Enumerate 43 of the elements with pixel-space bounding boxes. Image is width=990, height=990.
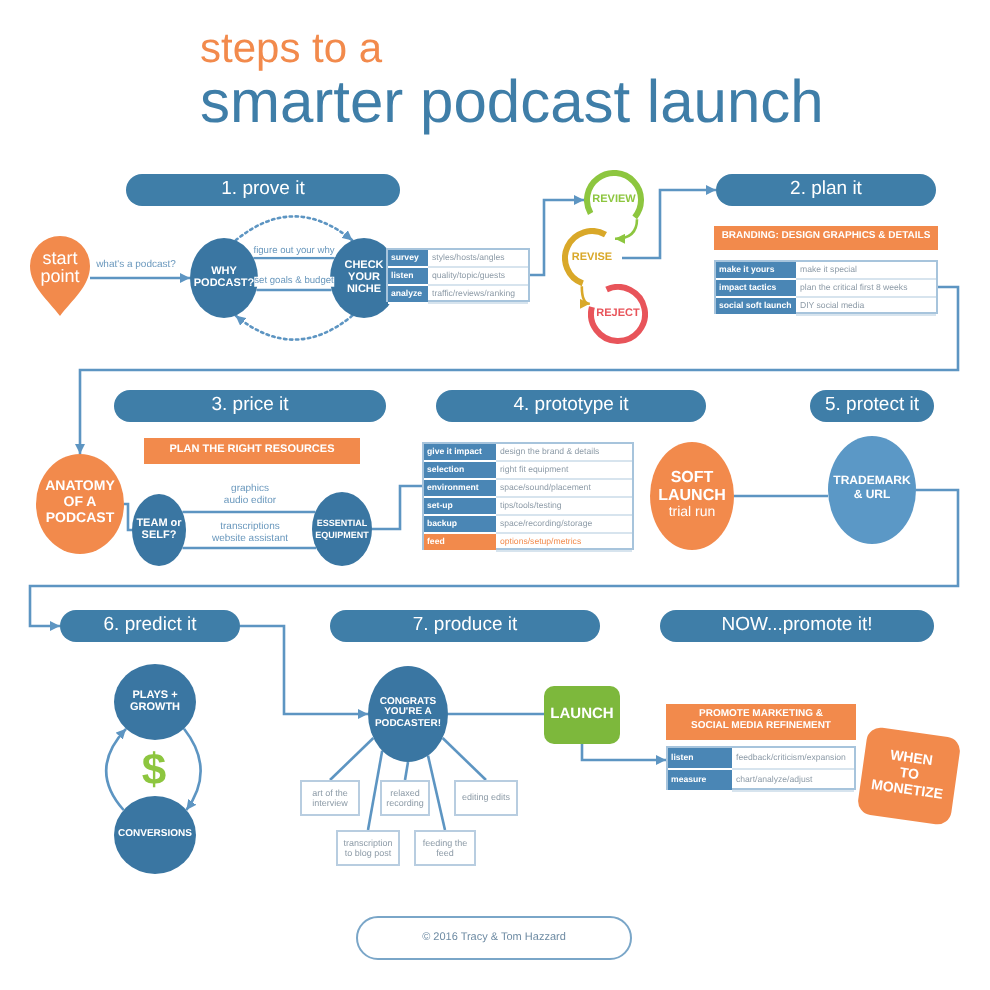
data-table xyxy=(422,442,634,550)
connector-line xyxy=(372,484,422,531)
step-banner: 5. protect it xyxy=(810,390,934,422)
connector-line xyxy=(448,712,544,716)
arrow xyxy=(622,185,716,260)
arrow xyxy=(530,195,584,277)
dollar-sign: $ xyxy=(139,742,169,798)
circle-heading: SOFT LAUNCH xyxy=(656,470,728,505)
step-banner: 7. produce it xyxy=(330,610,600,642)
connector-line xyxy=(734,494,828,498)
process-circle xyxy=(650,442,734,550)
arrow xyxy=(580,744,666,765)
title: steps to a smarter podcast launch xyxy=(200,28,824,136)
arrow xyxy=(28,488,960,631)
arrow xyxy=(90,273,190,283)
step-banner: 2. plan it xyxy=(716,174,936,206)
connector-line xyxy=(182,546,317,550)
arrow xyxy=(104,727,127,811)
step-banner: 1. prove it xyxy=(126,174,400,206)
connector-line xyxy=(329,737,375,781)
connector-line xyxy=(426,755,447,831)
arrow xyxy=(75,285,960,454)
connector-line xyxy=(256,288,332,292)
dashed-arrow xyxy=(234,215,354,242)
connector-line xyxy=(441,737,487,781)
step-banner: 3. price it xyxy=(114,390,386,422)
step-banner: 6. predict it xyxy=(60,610,240,642)
step-banner: NOW...promote it! xyxy=(660,610,934,642)
connector-line xyxy=(253,256,335,260)
start-pin: start point xyxy=(28,234,92,318)
arrow xyxy=(182,728,202,811)
dashed-arrow xyxy=(234,314,354,341)
arrow xyxy=(240,624,368,719)
connector-line xyxy=(124,502,132,532)
data-table xyxy=(714,260,938,314)
data-table xyxy=(386,248,530,302)
arrow xyxy=(579,286,591,308)
data-table xyxy=(666,746,856,790)
connector-line xyxy=(182,510,316,514)
connector-line xyxy=(403,761,410,781)
arrow xyxy=(614,219,639,244)
step-banner: 4. prototype it xyxy=(436,390,706,422)
connector-line xyxy=(366,750,384,831)
